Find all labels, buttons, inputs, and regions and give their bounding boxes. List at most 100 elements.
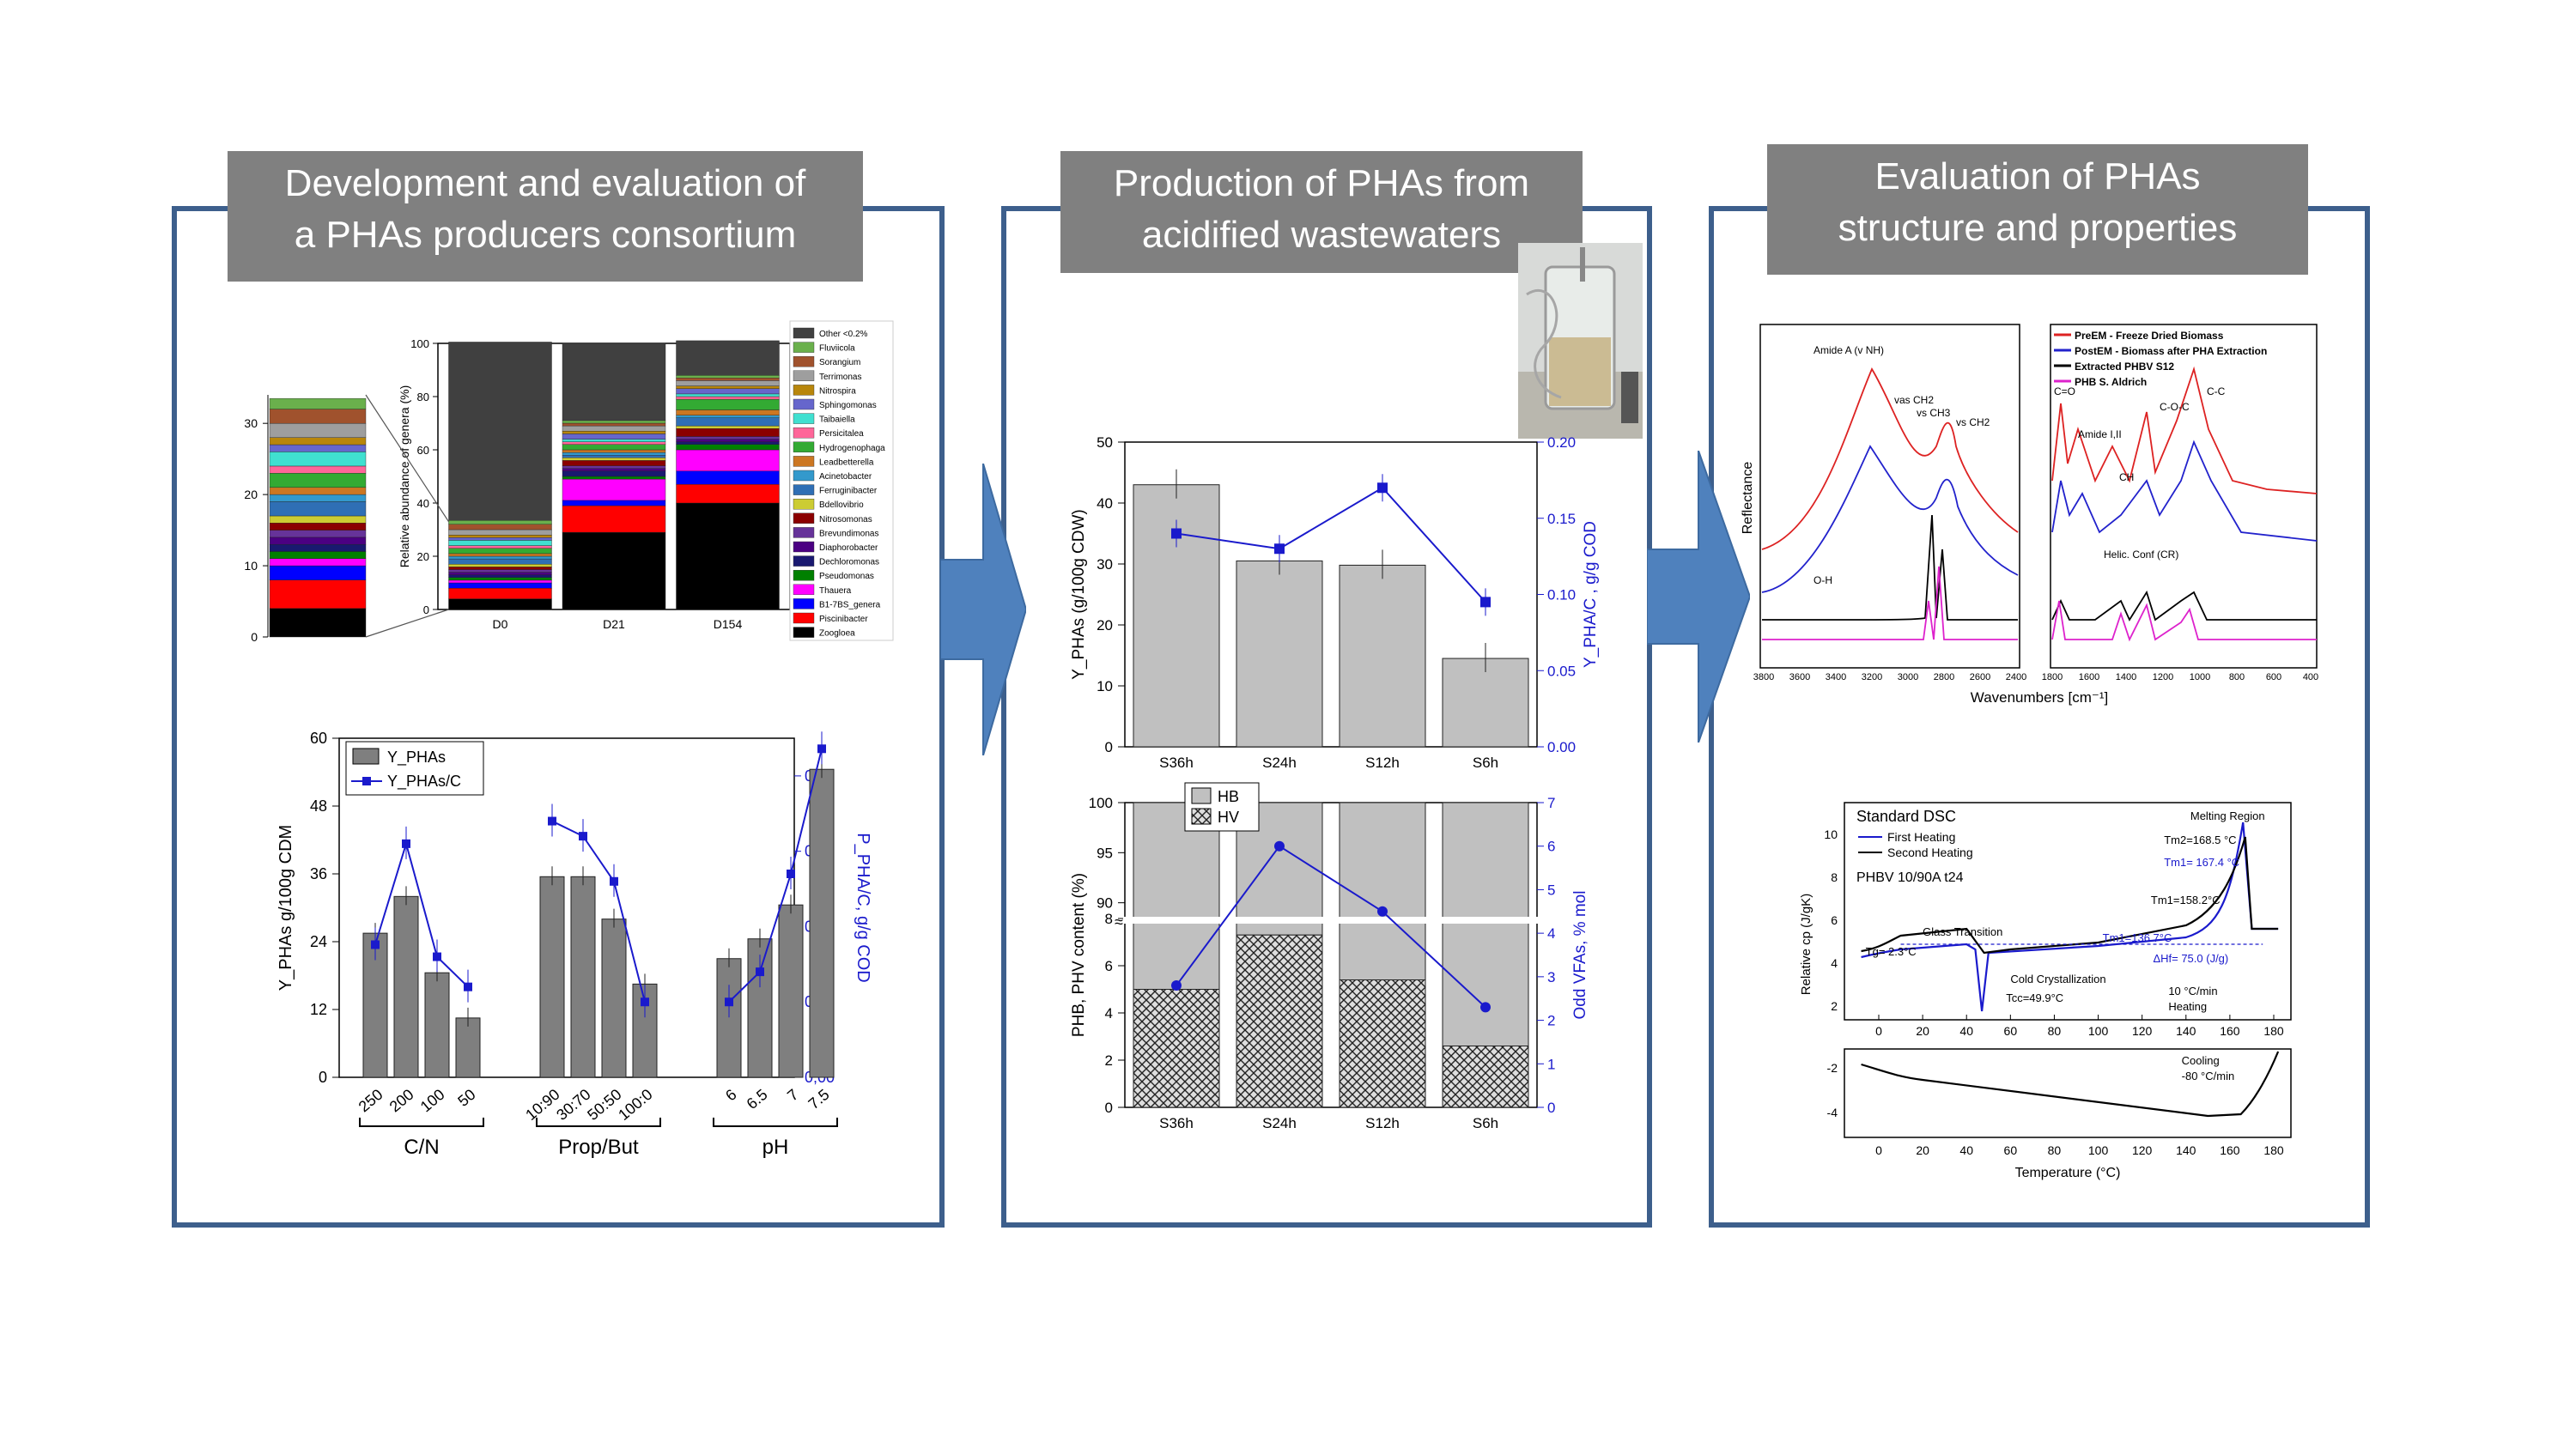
annotation: C-O-C <box>2160 401 2190 413</box>
stack-segment <box>676 415 780 419</box>
series-line <box>551 820 646 1003</box>
series-line <box>374 840 469 988</box>
inset-segment <box>269 608 367 638</box>
stack-segment <box>562 343 666 421</box>
x-tick-label: 0 <box>1875 1024 1882 1038</box>
y-tick-label: 40 <box>417 497 429 510</box>
legend-label: Taibaiella <box>819 415 855 425</box>
x-tick-label: 30:70 <box>553 1086 593 1124</box>
hv-bar <box>1442 1046 1529 1108</box>
ftir-left-frame <box>1759 324 2020 669</box>
spectrum-trace <box>2051 600 2317 642</box>
series-point <box>1377 906 1388 917</box>
y2-tick-label: 7 <box>1547 795 1555 811</box>
y2-tick-label: 0.05 <box>1547 663 1576 679</box>
annotation: vs CH2 <box>1956 416 1990 428</box>
legend-swatch <box>1191 787 1212 804</box>
stack-segment <box>562 449 666 453</box>
x-tick-label: 80 <box>2048 1143 2062 1157</box>
y-axis-label: Relative abundance of genera (%) <box>398 385 411 567</box>
legend-swatch <box>793 541 815 553</box>
yield-bar <box>393 895 419 1078</box>
yield-bar <box>570 876 596 1078</box>
stack-segment <box>676 393 780 397</box>
stack-segment <box>676 439 780 442</box>
annotation: O-H <box>1814 574 1832 586</box>
y2-tick-label: 0 <box>1547 1100 1555 1116</box>
inset-segment <box>269 473 367 488</box>
y-tick-label: 80 <box>417 391 429 403</box>
inset-segment <box>269 565 367 580</box>
inset-tick-label: 20 <box>244 488 258 501</box>
y-tick-label: -2 <box>1827 1061 1838 1075</box>
y-tick-label: 4 <box>1105 1005 1113 1022</box>
legend-label: HB <box>1218 788 1239 805</box>
y2-tick-label: 6 <box>1547 839 1555 855</box>
group-bracket <box>536 1118 661 1127</box>
stack-segment <box>562 452 666 456</box>
zoom-line <box>365 609 449 638</box>
x-tick-label: D0 <box>493 617 508 631</box>
legend-label: Terrimonas <box>819 373 861 382</box>
stack-segment <box>448 553 552 557</box>
stack-segment <box>676 449 780 471</box>
x-tick-label: 120 <box>2132 1143 2153 1157</box>
x-tick-label: S12h <box>1365 755 1400 771</box>
x-tick-label: 6 <box>722 1086 740 1105</box>
y2-axis-label: P_PHA/C, g/g COD <box>854 833 872 983</box>
legend-label: First Heating <box>1887 830 1955 844</box>
group-label: C/N <box>404 1136 439 1159</box>
legend-label: Pseudomonas <box>819 572 874 581</box>
legend-label: Nitrosomonas <box>819 515 872 524</box>
y2-tick-label: 0.00 <box>1547 739 1576 755</box>
y-tick-label: 20 <box>417 550 429 563</box>
legend-swatch <box>793 555 815 567</box>
x-tick-label: 140 <box>2176 1024 2196 1038</box>
y2-axis-label: Y_PHA/C , g/g COD <box>1582 521 1600 668</box>
legend-label: Second Heating <box>1887 846 1973 859</box>
y-axis-label: Reflectance <box>1741 462 1755 535</box>
break-mark: ≈ <box>1115 913 1123 931</box>
stack-segment <box>676 502 780 610</box>
stack-segment <box>562 470 666 477</box>
x-tick-label: 0 <box>1875 1143 1882 1157</box>
x-tick-label: 1400 <box>2116 672 2136 682</box>
stack-segment <box>448 577 552 581</box>
spectrum-trace <box>2051 440 2318 542</box>
stack-segment <box>448 519 552 525</box>
legend-swatch <box>793 584 815 595</box>
legend-swatch <box>793 370 815 381</box>
y-axis-label: Y_PHAs (g/100g CDW) <box>1070 509 1088 680</box>
stack-segment <box>676 388 780 395</box>
x-tick-label: 100 <box>2088 1143 2109 1157</box>
x-tick-label: 7 <box>784 1086 802 1105</box>
legend-swatch <box>793 470 815 482</box>
inset-tick-label: 30 <box>244 416 258 430</box>
series-point <box>1480 1002 1491 1013</box>
legend-label: Diaphorobacter <box>819 543 878 553</box>
y2-tick-label: 4 <box>1547 925 1555 942</box>
x-tick-label: S6h <box>1473 755 1498 771</box>
inset-segment <box>269 558 367 567</box>
series-point <box>1274 840 1285 852</box>
stack-segment <box>448 574 552 579</box>
stack-segment <box>562 458 666 461</box>
yield-bar <box>1442 658 1529 748</box>
group-label: pH <box>762 1136 789 1159</box>
spectrum-trace <box>1762 566 2018 640</box>
title-line: a PHAs producers consortium <box>294 214 797 256</box>
legend-swatch <box>793 327 815 339</box>
legend-label: Sorangium <box>819 358 860 367</box>
legend-swatch <box>793 527 815 538</box>
x-tick-label: 100 <box>417 1086 448 1116</box>
x-tick-label: 140 <box>2176 1143 2196 1157</box>
yield-bar <box>424 972 450 1078</box>
stack-segment <box>448 558 552 565</box>
inset-segment <box>269 551 367 559</box>
legend-label: Persicitalea <box>819 429 864 439</box>
legend-swatch <box>793 427 815 439</box>
legend-swatch <box>352 748 380 765</box>
series-line <box>1176 845 1486 1009</box>
inset-segment <box>269 579 367 609</box>
annotation: Tm1=136.7°C <box>2103 931 2172 944</box>
